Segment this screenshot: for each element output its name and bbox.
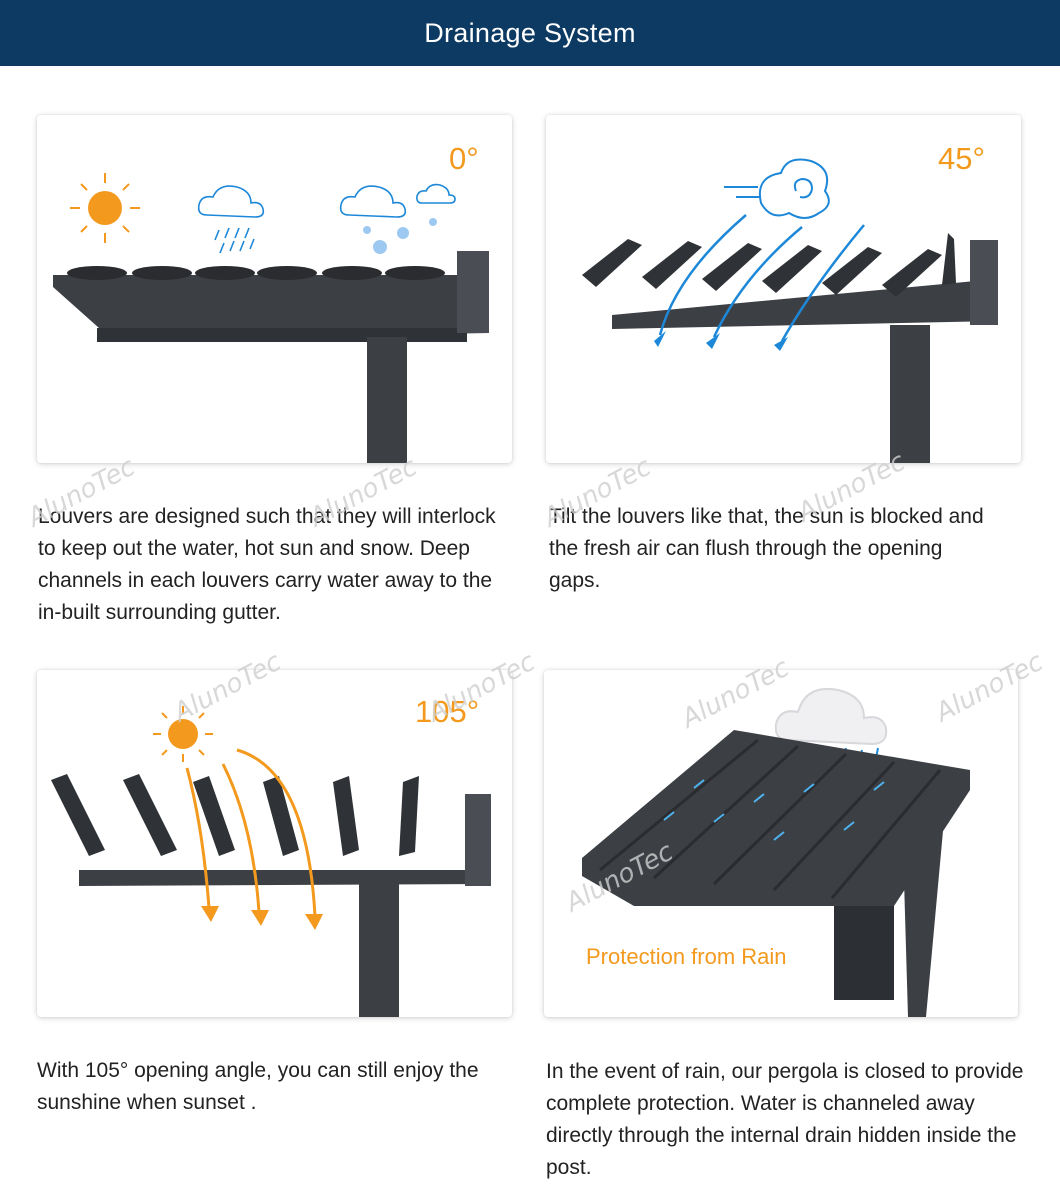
sun-icon <box>153 706 213 762</box>
pergola-structure <box>612 240 998 463</box>
pergola-rain-illustration <box>582 688 970 1017</box>
section-header: Drainage System <box>0 0 1060 66</box>
roof-channels <box>599 738 942 899</box>
section-title: Drainage System <box>424 17 636 48</box>
description-105-degree: With 105° opening angle, you can still e… <box>37 1059 479 1114</box>
description-0-degree: Louvers are designed such that they will… <box>38 505 496 624</box>
rain-cloud-icon <box>774 688 888 746</box>
pergola-structure <box>582 730 970 1017</box>
description-rain: In the event of rain, our pergola is clo… <box>546 1060 1024 1179</box>
sunlight-arrows <box>185 748 317 917</box>
pergola-structure <box>79 794 491 1017</box>
arrowheads <box>201 906 323 930</box>
tilted-louvers <box>582 233 956 297</box>
closed-louvers <box>67 266 445 280</box>
angle-label-45: 45° <box>938 141 985 176</box>
wind-cloud-icon <box>724 158 830 219</box>
panel-105-degree-image: 105° <box>37 670 512 1017</box>
pergola-open-illustration <box>51 706 491 1017</box>
snow-cloud-icon <box>339 183 456 254</box>
rain-caption: Protection from Rain <box>586 944 787 969</box>
open-louvers <box>51 774 419 856</box>
pergola-structure <box>53 251 489 463</box>
panel-rain-protection-image: Protection from Rain <box>544 670 1018 1017</box>
rain-cloud-icon <box>197 185 265 254</box>
panel-0-degree-image: 0° <box>37 115 512 463</box>
description-45-degree: Tilt the louvers like that, the sun is b… <box>549 505 984 592</box>
airflow-arrows <box>658 214 865 342</box>
pergola-closed-illustration <box>53 173 489 463</box>
sun-icon <box>70 173 140 243</box>
panel-45-degree-image: 45° <box>546 115 1021 463</box>
arrowheads <box>654 331 788 351</box>
pergola-tilted-illustration <box>582 158 998 463</box>
angle-label-0: 0° <box>449 141 479 176</box>
water-flow-arrows <box>663 779 885 841</box>
angle-label-105: 105° <box>415 694 480 729</box>
